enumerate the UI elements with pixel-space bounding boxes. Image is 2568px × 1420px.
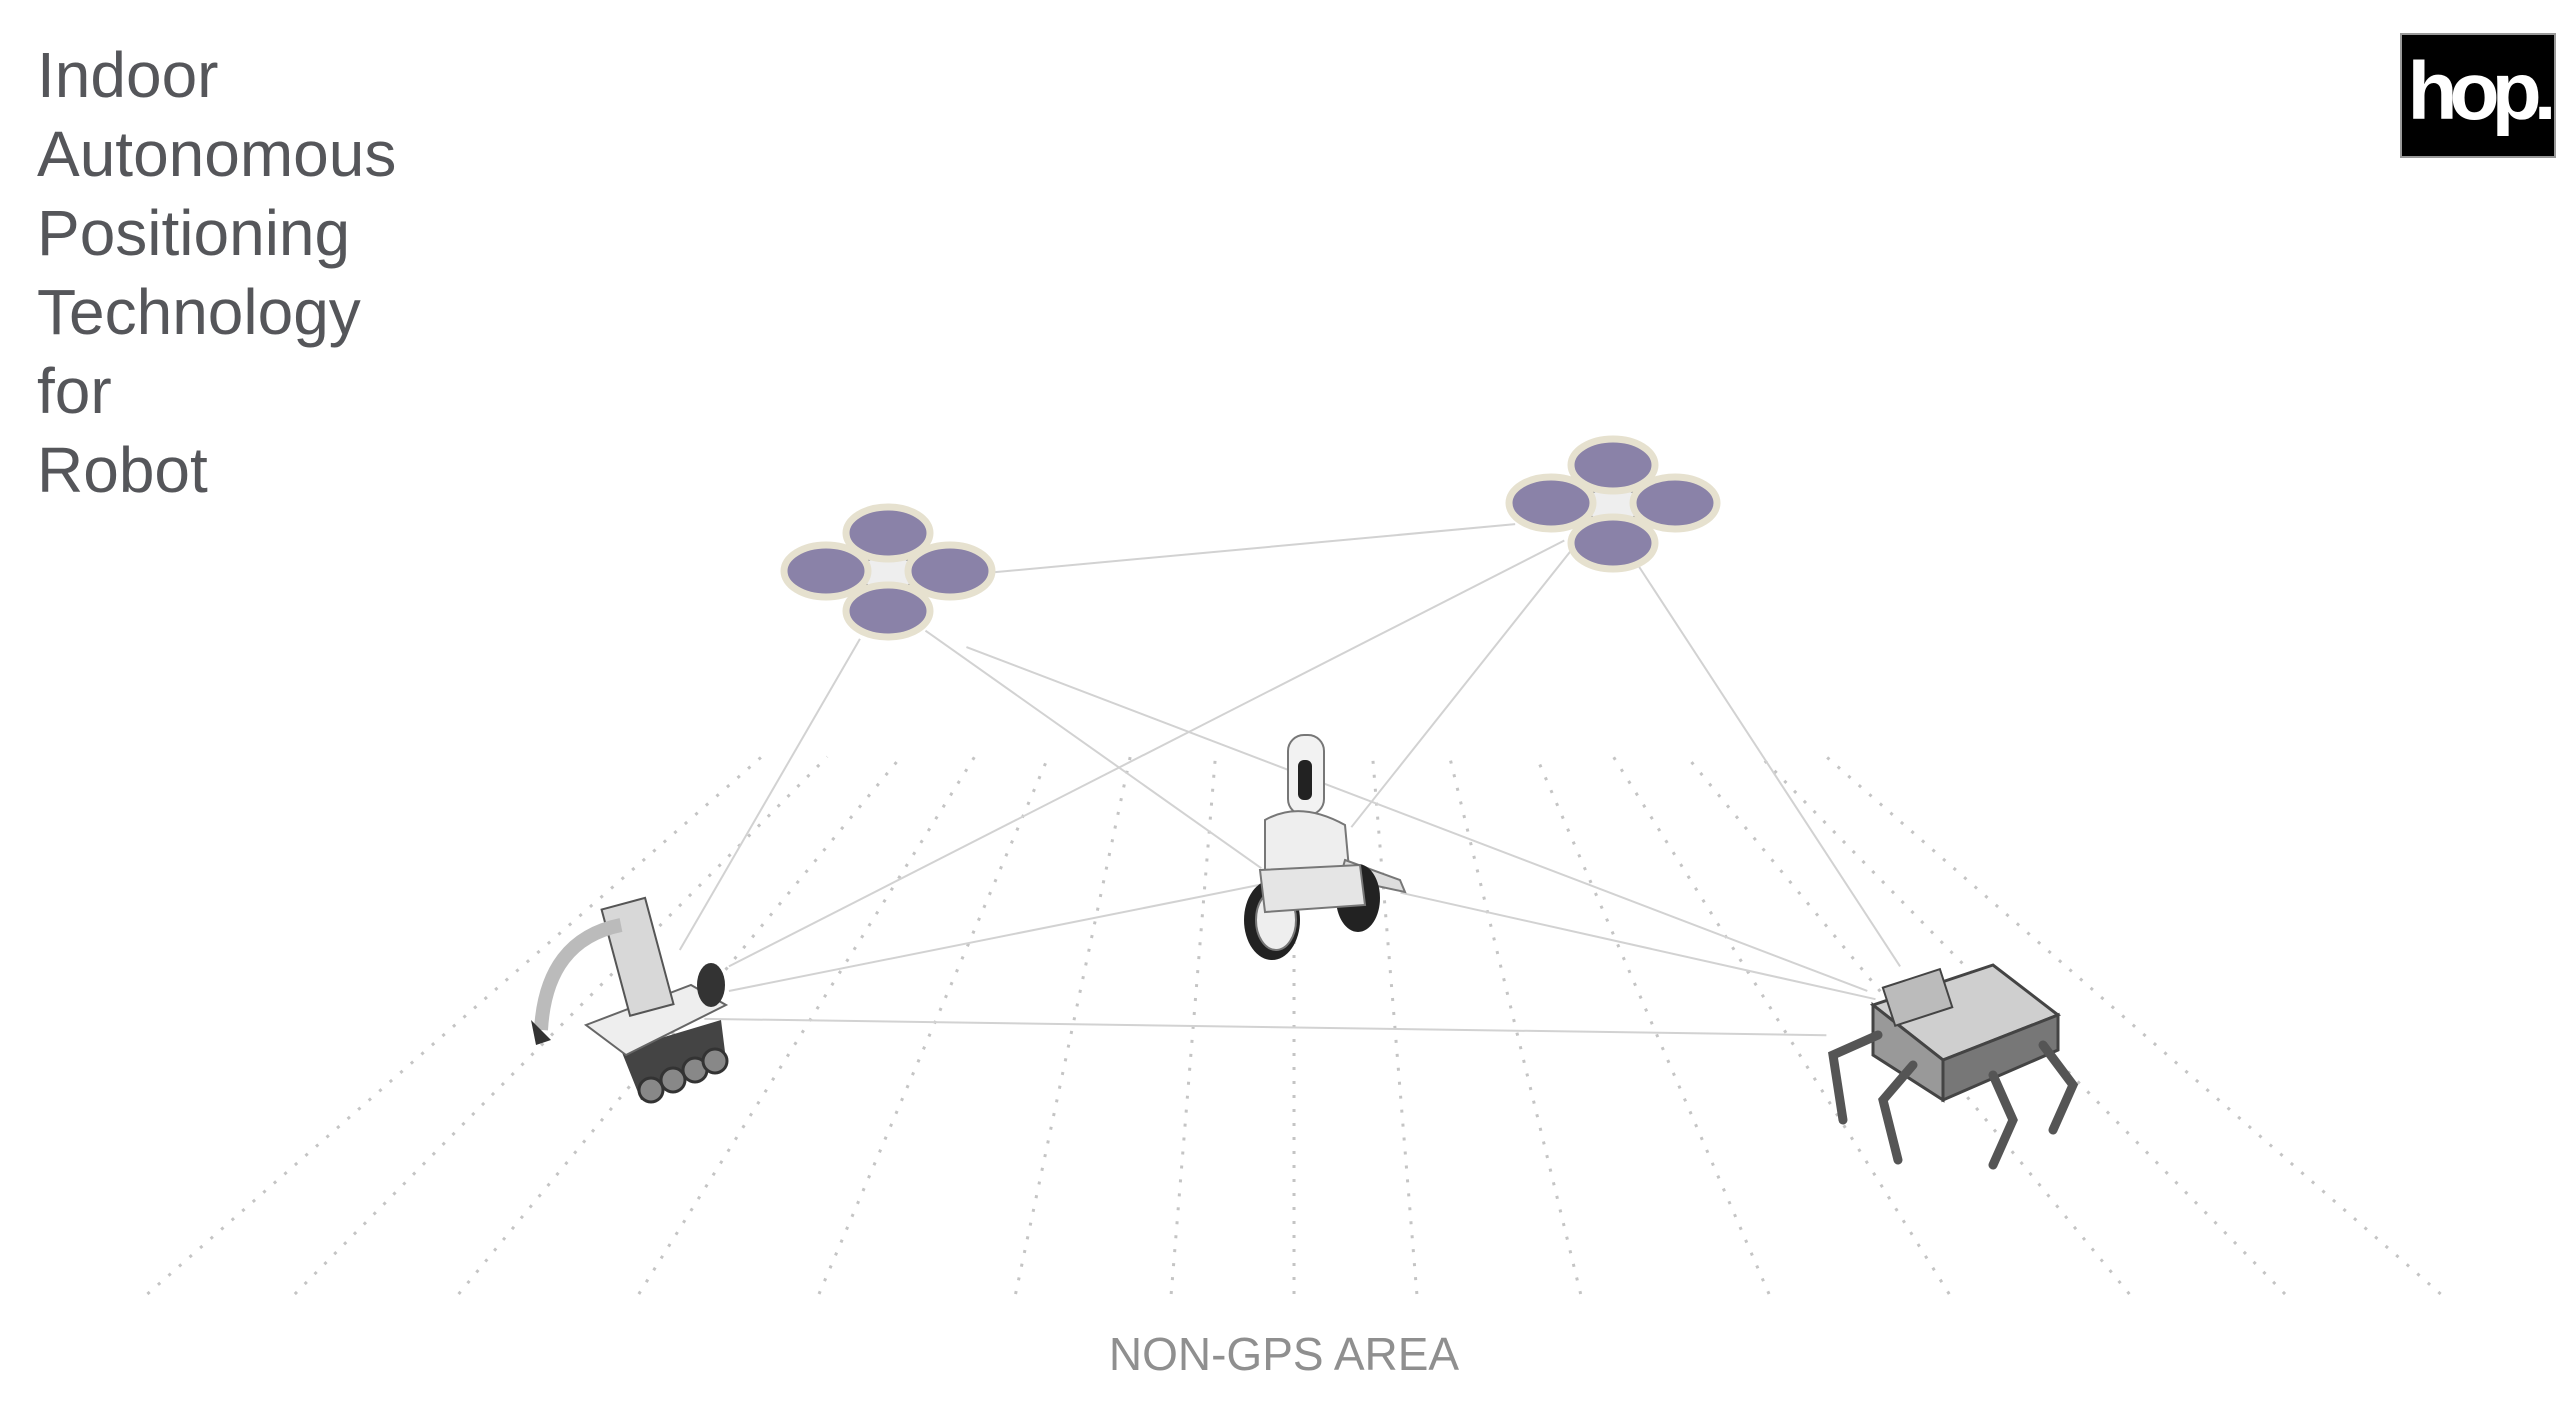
tracked-robot [531,896,729,1104]
title-line: Technology [37,276,361,348]
rotor [842,503,934,563]
floor-ray [293,755,829,1296]
non-gps-area-label: NON-GPS AREA [1109,1328,1460,1380]
floor-ray [637,755,976,1295]
floor-ray [1825,755,2442,1296]
floor-ray [1371,756,1419,1295]
logo-text: hop. [2407,45,2556,137]
hop-logo: hop. [2400,33,2557,158]
floor-ray [1535,756,1771,1295]
positioning-link [704,1017,1827,1037]
drone-left [780,503,996,641]
title-line: Robot [37,434,208,506]
title-line: Positioning [37,197,351,269]
page-title: Indoor Autonomous Positioning Technology… [37,36,396,510]
rotor [1567,435,1659,495]
positioning-link [728,883,1262,992]
positioning-link [1637,564,1901,967]
rotor [1567,513,1659,573]
floor-ray [817,756,1050,1295]
quadruped-robot [1828,963,2079,1170]
drone-right [1505,435,1721,573]
floor-grid-rays [146,755,2442,1296]
floor-ray [146,755,763,1296]
positioning-link [728,539,1565,968]
rotor [904,541,996,601]
title-line: Autonomous [37,118,397,190]
positioning-link [1350,548,1574,828]
positioning-links [678,523,1901,1037]
positioning-link [966,646,1868,992]
humanoid-robot [1244,734,1407,960]
rotor [1505,473,1597,533]
title-line: Indoor [37,39,219,111]
rotor [842,581,934,641]
rotor [1629,473,1721,533]
positioning-link [924,629,1262,869]
title-line: for [37,355,112,427]
positioning-link [678,638,861,951]
rotor [780,541,872,601]
floor-ray [1169,756,1217,1295]
positioning-link [1400,891,1876,1001]
floor-ray [1448,756,1583,1295]
positioning-link [982,523,1516,575]
